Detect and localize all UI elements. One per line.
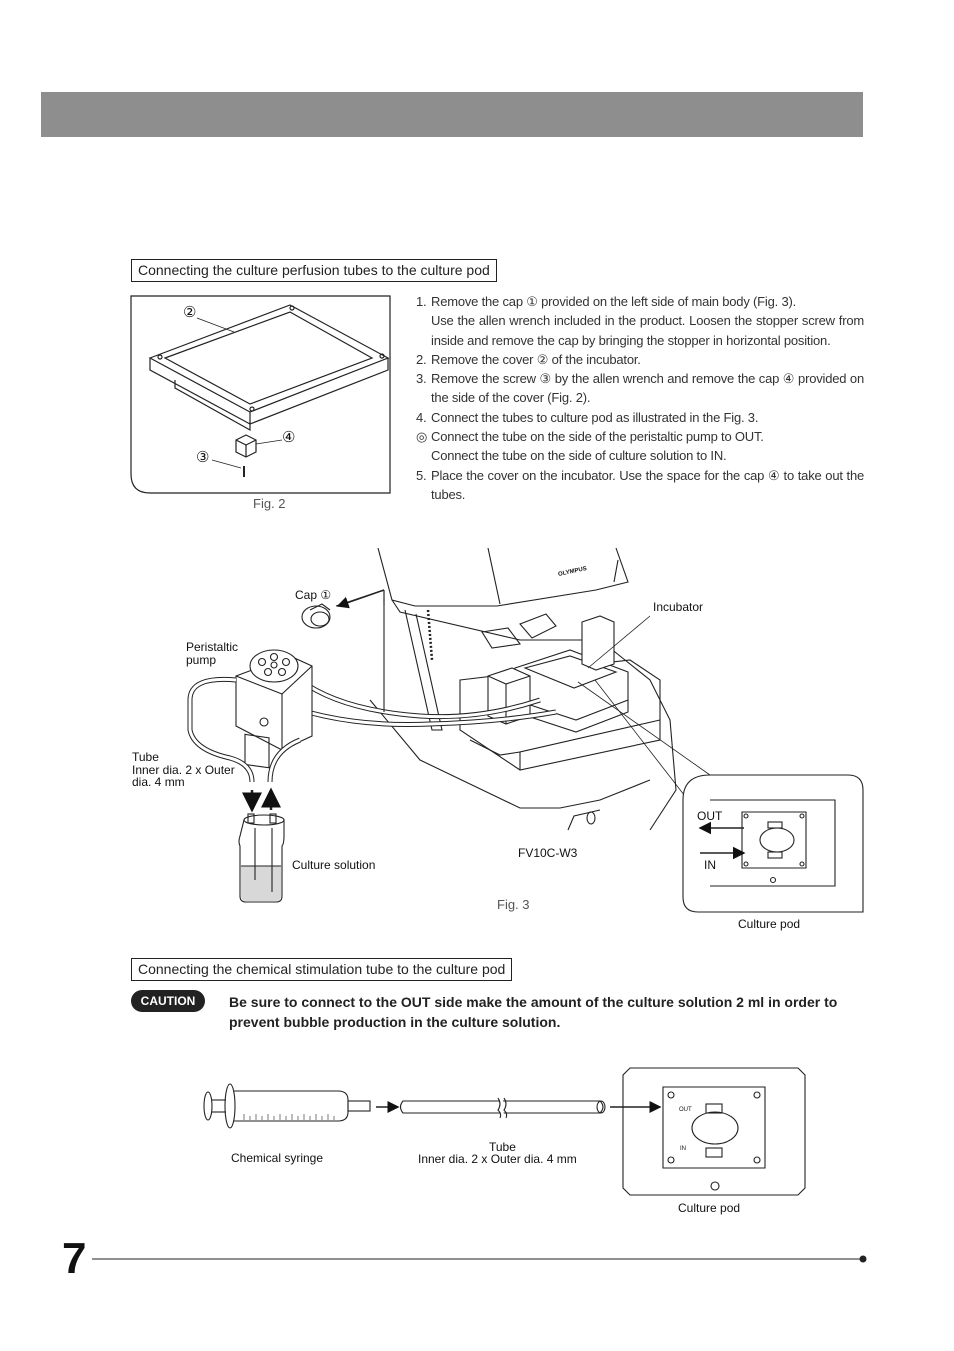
culture-pod — [662, 1086, 766, 1169]
tube-label: Tube — [489, 1140, 516, 1154]
step-continuation: Use the allen wrench included in the pro… — [431, 313, 864, 348]
step-5: 5. Place the cover on the incubator. Use… — [416, 466, 864, 505]
pod-frame — [622, 1067, 806, 1196]
section-title-perfusion: Connecting the culture perfusion tubes t… — [131, 259, 497, 282]
caution-badge: CAUTION — [131, 990, 205, 1012]
callout-3: ③ — [196, 449, 210, 466]
in-label: IN — [704, 858, 716, 872]
syringe-barrel — [234, 1090, 349, 1122]
step-1: 1. Remove the cap ① provided on the left… — [416, 292, 864, 311]
model-label: FV10C-W3 — [518, 846, 578, 860]
microscope-body — [391, 599, 677, 831]
step-number: 1. — [416, 294, 427, 309]
step-continuation: Connect the tube on the side of culture … — [431, 448, 727, 464]
steps-list: 1. Remove the cap ① provided on the left… — [416, 292, 864, 504]
step-text: Place the cover on the incubator. Use th… — [431, 467, 864, 502]
callout-2: ② — [183, 304, 197, 321]
culture-pod-label: Culture pod — [738, 917, 801, 931]
zoom-frame — [682, 774, 864, 913]
fig2-caption: Fig. 2 — [253, 496, 286, 511]
culture-solution-label: Culture solution — [292, 858, 376, 872]
incubator-cover — [148, 304, 390, 413]
section-title-chemical: Connecting the chemical stimulation tube… — [131, 958, 513, 981]
microscope-head — [377, 547, 629, 607]
footer-dot — [859, 1255, 867, 1263]
step-text: Remove the cover ② of the incubator. — [431, 351, 641, 367]
header-bar — [41, 92, 863, 137]
fig3-figure — [187, 547, 864, 913]
step-number: 2. — [416, 351, 427, 367]
tube-label-3: dia. 4 mm — [132, 775, 185, 789]
out-label: OUT — [697, 809, 723, 823]
step-4: 4. Connect the tubes to culture pod as i… — [416, 408, 864, 427]
tube-dimensions: Inner dia. 2 x Outer dia. 4 mm — [418, 1152, 577, 1166]
step-text: Connect the tube on the side of the peri… — [431, 429, 764, 445]
syringe-label: Chemical syringe — [231, 1151, 324, 1165]
culture-pod-label-2: Culture pod — [678, 1201, 741, 1215]
fig2-figure — [130, 295, 391, 494]
step-number: 3. — [416, 371, 427, 387]
fig2-frame — [130, 295, 391, 494]
pod-in-label: IN — [680, 1146, 686, 1152]
pump-label-2: pump — [186, 653, 217, 667]
tube-label-1: Tube — [132, 750, 159, 764]
step-text: Remove the screw ③ by the allen wrench a… — [431, 371, 864, 406]
page-number: 7 — [62, 1234, 87, 1283]
step-number: 5. — [416, 467, 427, 483]
step-3: 3. Remove the screw ③ by the allen wrenc… — [416, 369, 864, 408]
step-text: Connect the tubes to culture pod as illu… — [431, 409, 759, 425]
step-note: ◎ Connect the tube on the side of the pe… — [416, 427, 864, 446]
step-text: Remove the cap ① provided on the left si… — [431, 294, 797, 309]
callout-4: ④ — [282, 429, 296, 446]
fig3-caption: Fig. 3 — [497, 897, 530, 912]
step-number: 4. — [416, 409, 427, 425]
pump-label-1: Peristaltic — [186, 640, 239, 654]
caution-text: Be sure to connect to the OUT side make … — [229, 994, 838, 1030]
cap-label: Cap ① — [295, 588, 332, 602]
step-2: 2. Remove the cover ② of the incubator. — [416, 350, 864, 369]
pod-out-label: OUT — [679, 1107, 692, 1113]
note-icon: ◎ — [416, 429, 428, 445]
tube-label-2: Inner dia. 2 x Outer — [132, 763, 235, 777]
incubator-label: Incubator — [653, 600, 704, 614]
syringe-figure — [203, 1067, 806, 1196]
cap-one — [301, 605, 331, 629]
